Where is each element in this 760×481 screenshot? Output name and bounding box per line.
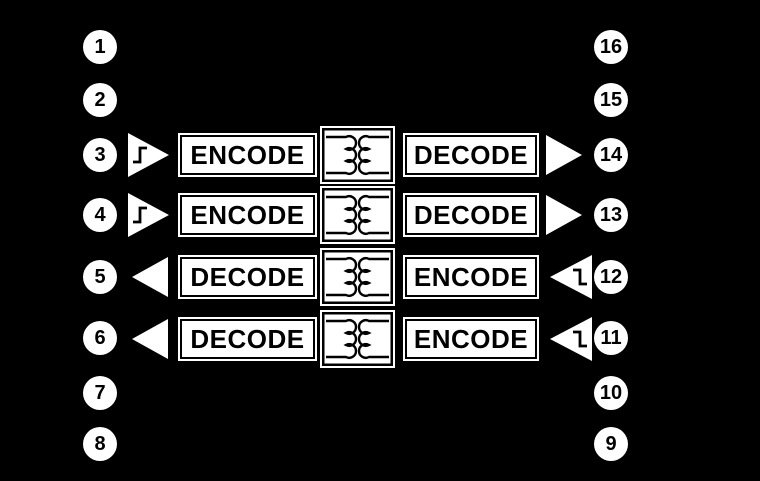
decode-block: DECODE bbox=[405, 195, 537, 235]
pin-4-label: 4 bbox=[94, 204, 106, 226]
pin-10-label: 10 bbox=[599, 382, 623, 404]
pin-12-label: 12 bbox=[599, 266, 623, 288]
pin-9-label: 9 bbox=[605, 433, 617, 455]
pin-1: 1 bbox=[83, 30, 117, 64]
decode-block: DECODE bbox=[180, 319, 315, 359]
pin-13-label: 13 bbox=[599, 204, 623, 226]
pin-8-label: 8 bbox=[94, 433, 106, 455]
output-buffer-icon bbox=[132, 319, 168, 359]
decode-block-label: DECODE bbox=[413, 200, 529, 230]
encode-block-label: ENCODE bbox=[413, 262, 529, 292]
pin-1-label: 1 bbox=[94, 36, 106, 58]
decode-block: DECODE bbox=[405, 135, 537, 175]
schmitt-trigger-input-buffer-icon bbox=[550, 255, 592, 299]
encode-block-label: ENCODE bbox=[190, 200, 305, 230]
schmitt-trigger-input-buffer-icon bbox=[128, 193, 169, 237]
pin-3: 3 bbox=[83, 138, 117, 172]
decode-block-label: DECODE bbox=[413, 140, 529, 170]
pin-4: 4 bbox=[83, 198, 117, 232]
encode-block: ENCODE bbox=[180, 135, 315, 175]
pin-13: 13 bbox=[594, 198, 628, 232]
pin-15: 15 bbox=[594, 83, 628, 117]
encode-block: ENCODE bbox=[180, 195, 315, 235]
pin-6-label: 6 bbox=[94, 327, 106, 349]
pin-16: 16 bbox=[594, 30, 628, 64]
schmitt-trigger-input-buffer-icon bbox=[128, 133, 169, 177]
pin-14: 14 bbox=[594, 138, 628, 172]
pin-8: 8 bbox=[83, 427, 117, 461]
pin-11: 11 bbox=[594, 321, 628, 355]
encode-block-label: ENCODE bbox=[190, 140, 305, 170]
pin-2: 2 bbox=[83, 83, 117, 117]
output-buffer-icon bbox=[132, 257, 168, 297]
decode-block-label: DECODE bbox=[190, 324, 305, 354]
pin-11-label: 11 bbox=[600, 327, 622, 349]
pin-10: 10 bbox=[594, 376, 628, 410]
pin-2-label: 2 bbox=[94, 89, 106, 111]
output-buffer-icon bbox=[546, 135, 582, 175]
pin-7-label: 7 bbox=[94, 382, 106, 404]
pin-6: 6 bbox=[83, 321, 117, 355]
pin-5-label: 5 bbox=[94, 266, 106, 288]
encode-block: ENCODE bbox=[405, 319, 537, 359]
transformer-icon bbox=[322, 250, 393, 304]
pin-12: 12 bbox=[594, 260, 628, 294]
pin-3-label: 3 bbox=[94, 144, 106, 166]
encode-block: ENCODE bbox=[405, 257, 537, 297]
output-buffer-icon bbox=[546, 195, 582, 235]
pin-9: 9 bbox=[594, 427, 628, 461]
schmitt-trigger-input-buffer-icon bbox=[550, 317, 592, 361]
decode-block-label: DECODE bbox=[190, 262, 305, 292]
pin-16-label: 16 bbox=[599, 36, 623, 58]
transformer-icon bbox=[322, 128, 393, 182]
pin-7: 7 bbox=[83, 376, 117, 410]
decode-block: DECODE bbox=[180, 257, 315, 297]
encode-block-label: ENCODE bbox=[413, 324, 529, 354]
pin-15-label: 15 bbox=[599, 89, 623, 111]
transformer-icon bbox=[322, 312, 393, 366]
pin-14-label: 14 bbox=[599, 144, 623, 166]
transformer-icon bbox=[322, 188, 393, 242]
pin-5: 5 bbox=[83, 260, 117, 294]
